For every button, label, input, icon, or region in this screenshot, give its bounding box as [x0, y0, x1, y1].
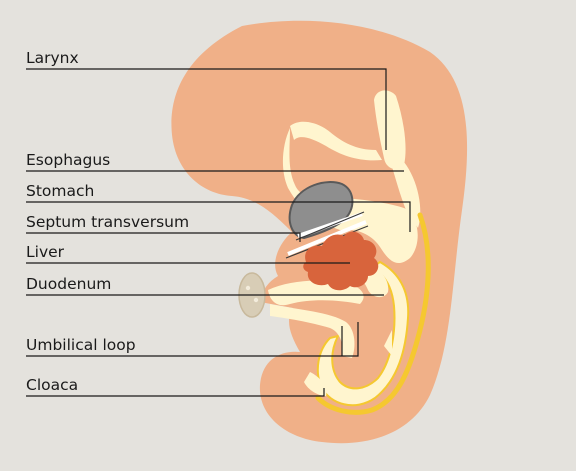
label-cloaca: Cloaca [26, 376, 78, 394]
yolk-stalk-dot-2 [254, 298, 258, 302]
label-larynx: Larynx [26, 49, 79, 67]
label-liver: Liver [26, 243, 65, 261]
label-umbilical-loop: Umbilical loop [26, 336, 136, 354]
label-esophagus: Esophagus [26, 151, 110, 169]
label-stomach: Stomach [26, 182, 94, 200]
yolk-stalk-dot-1 [246, 286, 250, 290]
label-duodenum: Duodenum [26, 275, 111, 293]
label-septum-transversum: Septum transversum [26, 213, 189, 231]
